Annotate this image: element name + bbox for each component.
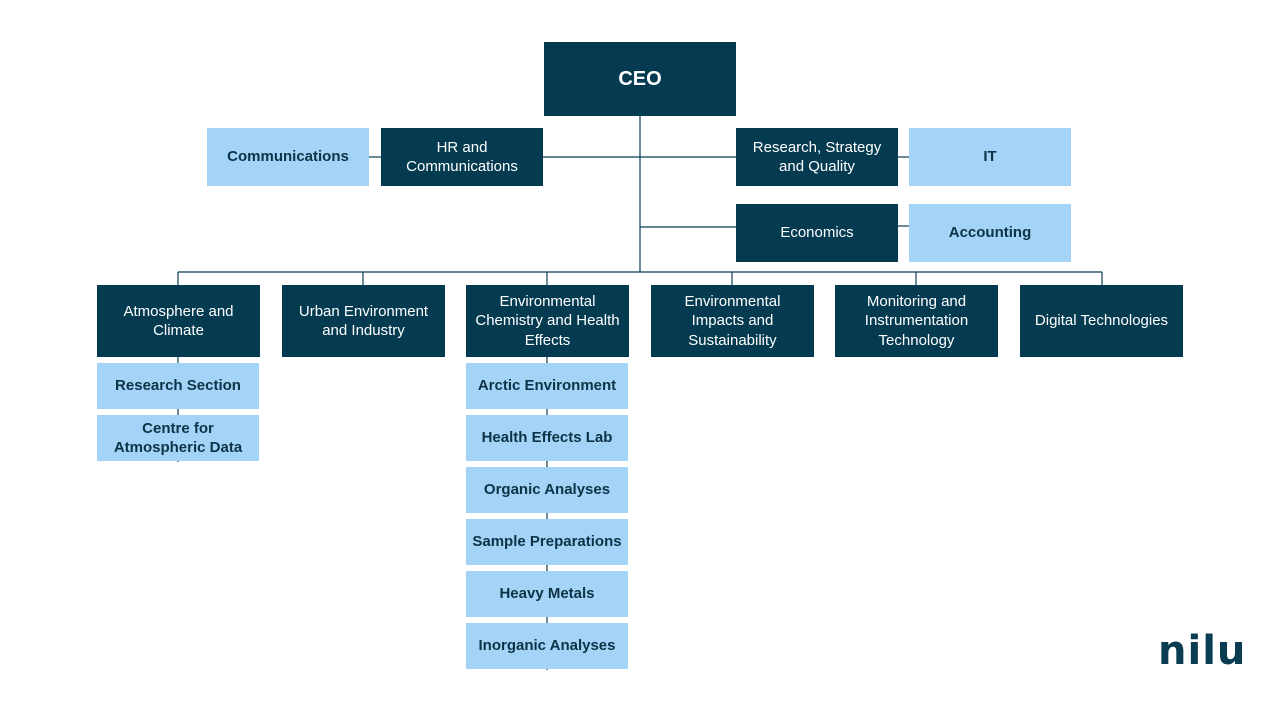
unit-organic-analyses: Organic Analyses: [466, 467, 628, 513]
unit-sample-preparations: Sample Preparations: [466, 519, 628, 565]
unit-inorganic-analyses: Inorganic Analyses: [466, 623, 628, 669]
department-environmental-impacts: Environmental Impacts and Sustainability: [651, 285, 814, 357]
unit-research-section: Research Section: [97, 363, 259, 409]
ceo-box: CEO: [544, 42, 736, 116]
unit-heavy-metals: Heavy Metals: [466, 571, 628, 617]
hr-communications-box: HR and Communications: [381, 128, 543, 186]
accounting-box: Accounting: [909, 204, 1071, 262]
research-strategy-quality-box: Research, Strategy and Quality: [736, 128, 898, 186]
unit-health-effects-lab: Health Effects Lab: [466, 415, 628, 461]
unit-centre-atmospheric-data: Centre for Atmospheric Data: [97, 415, 259, 461]
department-urban-environment: Urban Environment and Industry: [282, 285, 445, 357]
department-environmental-chemistry: Environmental Chemistry and Health Effec…: [466, 285, 629, 357]
it-box: IT: [909, 128, 1071, 186]
unit-arctic-environment: Arctic Environment: [466, 363, 628, 409]
economics-box: Economics: [736, 204, 898, 262]
department-monitoring-instrumentation: Monitoring and Instrumentation Technolog…: [835, 285, 998, 357]
department-digital-technologies: Digital Technologies: [1020, 285, 1183, 357]
communications-box: Communications: [207, 128, 369, 186]
department-atmosphere-climate: Atmosphere and Climate: [97, 285, 260, 357]
nilu-logo: nilu: [1158, 628, 1247, 674]
